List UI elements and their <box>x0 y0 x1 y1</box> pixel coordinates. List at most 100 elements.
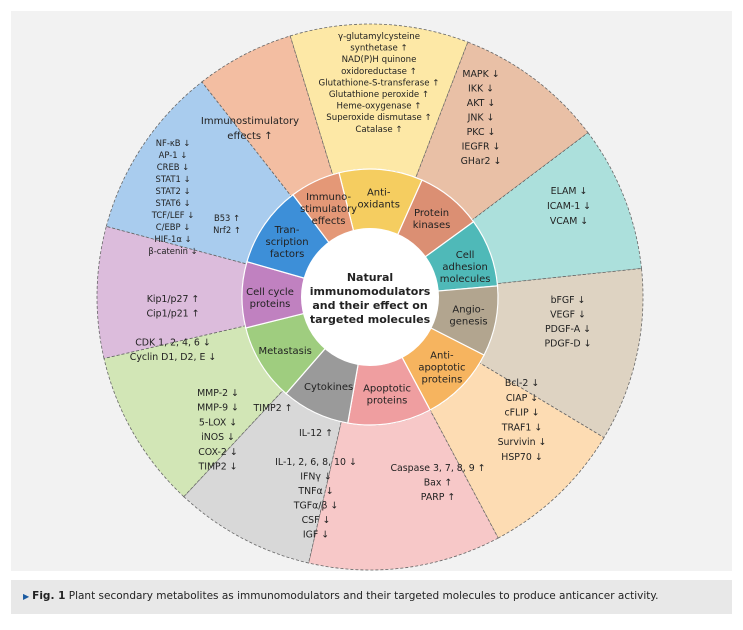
center-label-line: Natural <box>347 271 393 284</box>
outer-item-metastasis: MMP-2 ↓ <box>197 388 239 399</box>
outer-item-protein-kinases: AKT ↓ <box>467 98 495 109</box>
outer-item-cell-adhesion: ELAM ↓ <box>551 186 588 197</box>
outer-item-antioxidants: synthetase ↑ <box>350 44 407 54</box>
inner-label-cell-cycle: proteins <box>250 299 291 310</box>
outer-item-cytokines: TGFα/β ↓ <box>293 501 339 512</box>
outer-item-antioxidants: γ-glutamylcysteine <box>338 32 420 42</box>
inner-label-immunostimulatory: stimulatory <box>300 204 357 215</box>
center-label-line: immunomodulators <box>310 285 431 298</box>
inner-label-angiogenesis: Angio- <box>452 304 485 315</box>
outer-item-anti-apoptotic: cFLIP ↓ <box>504 408 539 419</box>
caption-label: Fig. 1 <box>32 590 66 602</box>
outer-item-cell-cycle: Kip1/p27 ↑ <box>147 294 200 305</box>
inner-label-antioxidants: Anti- <box>367 187 391 198</box>
inner-label-cell-adhesion: adhesion <box>442 262 487 273</box>
outer-item-cell-cycle: CDK 1, 2, 4, 6 ↓ <box>135 338 210 349</box>
outer-item-antioxidants: Glutathione-S-transferase ↑ <box>319 78 440 88</box>
inner-label-cell-adhesion: Cell <box>456 250 475 261</box>
inner-label-immunostimulatory: Immuno- <box>306 192 351 203</box>
outer-item-cytokines: CSF ↓ <box>302 515 331 526</box>
outer-item-antioxidants: Catalase ↑ <box>355 125 402 135</box>
outer-item-protein-kinases: JNK ↓ <box>467 113 495 124</box>
inner-label-cell-adhesion: molecules <box>440 274 491 285</box>
outer-item-metastasis: iNOS ↓ <box>201 432 235 443</box>
inner-label-transcription: scription <box>266 237 309 248</box>
inner-label-apoptotic: proteins <box>367 396 408 407</box>
center-label-line: targeted molecules <box>310 313 431 326</box>
inner-label-protein-kinases: Protein <box>414 208 449 219</box>
outer-item-antioxidants: Glutathione peroxide ↑ <box>329 90 429 100</box>
outer-item-antioxidants: Superoxide dismutase ↑ <box>326 113 431 123</box>
inner-label-cell-cycle: Cell cycle <box>246 287 294 298</box>
outer-item-transcription: TCF/LEF ↓ <box>151 210 195 220</box>
outer-item-protein-kinases: IEGFR ↓ <box>462 142 501 153</box>
outer-item-anti-apoptotic: TRAF1 ↓ <box>501 422 542 433</box>
inner-label-transcription: factors <box>270 249 305 260</box>
outer-item-protein-kinases: PKC ↓ <box>467 127 496 138</box>
sector-outer-cell-cycle <box>96 225 247 359</box>
sector-outer-cell-adhesion <box>471 132 642 285</box>
outer-item-angiogenesis: PDGF-A ↓ <box>545 324 591 335</box>
outer-item-apoptotic: PARP ↑ <box>421 492 455 503</box>
outer-item-cytokines: IFNγ ↓ <box>300 472 332 483</box>
caption-bar: ▶Fig. 1 Plant secondary metabolites as i… <box>11 580 732 614</box>
outer-item-b-transcription: B53 ↑ <box>214 213 240 223</box>
outer-item-protein-kinases: MAPK ↓ <box>462 69 499 80</box>
outer-item-anti-apoptotic: CIAP ↓ <box>506 393 538 404</box>
outer-item-b-transcription: Nrf2 ↑ <box>213 225 241 235</box>
outer-item-immunostimulatory: Immunostimulatory <box>201 116 299 127</box>
outer-item-transcription: STAT2 ↓ <box>156 186 191 196</box>
inner-label-immunostimulatory: effects <box>312 216 346 227</box>
outer-item-cytokines: IL-1, 2, 6, 8, 10 ↓ <box>275 457 357 468</box>
outer-item-apoptotic: Bax ↑ <box>424 478 453 489</box>
outer-item-cell-adhesion: ICAM-1 ↓ <box>547 201 591 212</box>
outer-item-antioxidants: NAD(P)H quinone <box>342 55 417 65</box>
outer-item-cell-cycle: Cip1/p21 ↑ <box>147 309 200 320</box>
outer-item-cell-cycle: Cyclin D1, D2, E ↓ <box>130 352 216 363</box>
outer-item-cytokines: IGF ↓ <box>303 530 329 541</box>
inner-label-metastasis: Metastasis <box>259 346 312 357</box>
inner-label-antioxidants: oxidants <box>357 199 399 210</box>
center-circle <box>301 228 439 366</box>
outer-item-protein-kinases: IKK ↓ <box>468 84 494 95</box>
outer-item-metastasis: 5-LOX ↓ <box>199 417 237 428</box>
outer-item-antioxidants: Heme-oxygenase ↑ <box>337 102 422 112</box>
inner-label-cytokines: Cytokines <box>304 382 353 393</box>
outer-item-transcription: NF-κB ↓ <box>156 138 190 148</box>
outer-item-transcription: C/EBP ↓ <box>156 222 190 232</box>
inner-label-transcription: Tran- <box>274 225 300 236</box>
outer-item-transcription: AP-1 ↓ <box>159 150 188 160</box>
outer-item-transcription: β-catenin ↓ <box>148 246 197 256</box>
outer-item-transcription: STAT6 ↓ <box>156 198 191 208</box>
outer-item-metastasis: MMP-9 ↓ <box>197 403 239 414</box>
outer-item-transcription: STAT1 ↓ <box>156 174 191 184</box>
outer-item-anti-apoptotic: Bcl-2 ↓ <box>505 378 539 389</box>
figure-caption: ▶Fig. 1 Plant secondary metabolites as i… <box>23 590 658 602</box>
outer-item-immunostimulatory: effects ↑ <box>227 131 272 142</box>
outer-item-metastasis: TIMP2 ↓ <box>197 462 237 473</box>
outer-item-angiogenesis: VEGF ↓ <box>550 310 586 321</box>
outer-item-b-metastasis: TIMP2 ↑ <box>252 403 292 414</box>
outer-item-cell-adhesion: VCAM ↓ <box>550 216 588 227</box>
outer-item-metastasis: COX-2 ↓ <box>198 447 237 458</box>
outer-item-antioxidants: oxidoreductase ↑ <box>341 67 417 77</box>
outer-item-anti-apoptotic: HSP70 ↓ <box>501 452 542 463</box>
outer-item-angiogenesis: PDGF-D ↓ <box>545 339 592 350</box>
caption-arrow-icon: ▶ <box>23 592 30 601</box>
caption-text: Plant secondary metabolites as immunomod… <box>68 590 659 602</box>
inner-label-protein-kinases: kinases <box>413 220 451 231</box>
inner-label-angiogenesis: genesis <box>449 316 487 327</box>
outer-item-angiogenesis: bFGF ↓ <box>551 295 586 306</box>
inner-label-anti-apoptotic: Anti- <box>430 350 454 361</box>
outer-item-cytokines: TNFα ↓ <box>297 486 333 497</box>
outer-item-cytokines: IL-12 ↑ <box>299 428 333 439</box>
outer-item-protein-kinases: GHar2 ↓ <box>461 156 502 167</box>
inner-label-anti-apoptotic: apoptotic <box>418 362 465 373</box>
outer-item-transcription: HIF-1α ↓ <box>154 234 191 244</box>
inner-label-anti-apoptotic: proteins <box>422 374 463 385</box>
outer-item-transcription: CREB ↓ <box>157 162 189 172</box>
outer-item-anti-apoptotic: Survivin ↓ <box>498 437 547 448</box>
outer-item-apoptotic: Caspase 3, 7, 8, 9 ↑ <box>390 463 485 474</box>
